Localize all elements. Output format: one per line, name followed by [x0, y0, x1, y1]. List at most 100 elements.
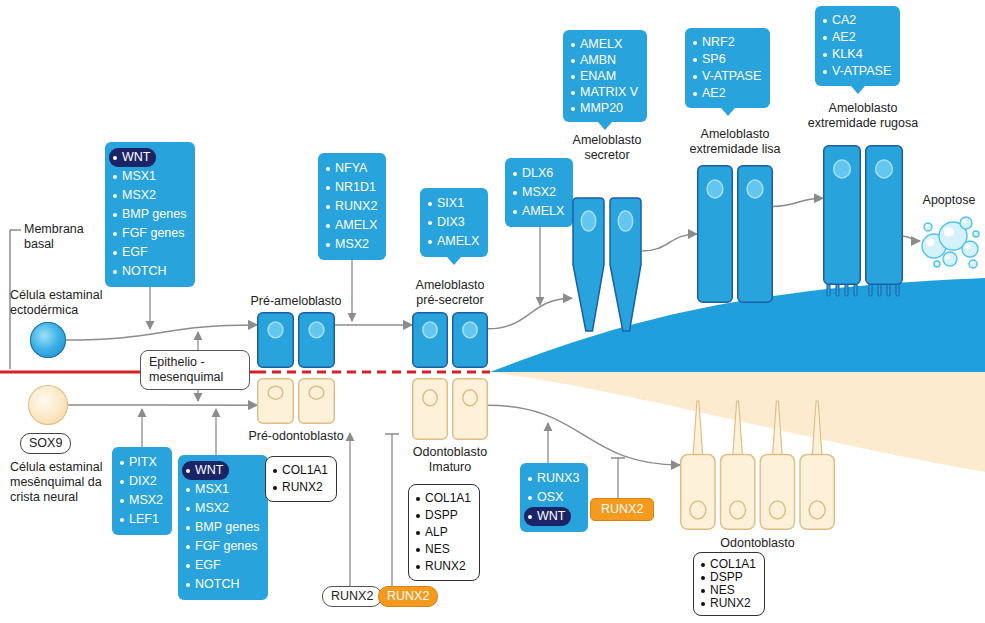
bullet-dot — [113, 232, 117, 236]
lineage-arrow — [66, 325, 257, 340]
bubble-highlight — [925, 224, 928, 227]
cell-label: Odontoblasto Imaturo — [405, 445, 495, 475]
list-row: MATRIX V — [570, 84, 638, 100]
gene-name: LEF1 — [129, 512, 159, 526]
cell-group: Ameloblasto pré-secretor — [412, 312, 488, 368]
gene-name: FGF genes — [195, 539, 258, 553]
bullet-dot — [326, 224, 330, 228]
list-row: MSX2 — [112, 186, 186, 205]
list-row: AMELX — [325, 216, 377, 235]
cell-label: Célula estaminal ectodérmica — [10, 288, 105, 318]
gene-name: RUNX2 — [425, 559, 466, 573]
bullet-dot — [186, 526, 190, 530]
gene-pill: RUNX2 — [590, 498, 654, 521]
bullet-dot — [186, 469, 190, 473]
gene-name: PITX — [129, 455, 157, 469]
gene-list-box: COL1A1DSPPALPNESRUNX2 — [408, 484, 480, 581]
gene-name: AE2 — [702, 86, 726, 100]
gene-name: OSX — [537, 490, 563, 504]
list-row: ALP — [415, 524, 471, 541]
list-row: NES — [415, 541, 471, 558]
cell-group: Apoptose — [920, 214, 978, 268]
bullet-dot — [571, 91, 575, 95]
gene-name: RUNX2 — [331, 589, 373, 603]
cell-label: Apoptose — [914, 193, 984, 208]
bullet-dot — [120, 499, 124, 503]
gene-name: WNT — [195, 463, 223, 477]
gene-list-box: NRF2SP6V-ATPASEAE2 — [685, 28, 770, 108]
gene-pill: SOX9 — [20, 433, 71, 454]
signal-arrow — [215, 409, 216, 455]
gene-name: RUNX2 — [335, 199, 377, 213]
cell-body — [413, 379, 448, 440]
gene-name: V-ATPASE — [832, 64, 891, 78]
bullet-dot — [120, 461, 124, 465]
inhibition-line — [611, 458, 625, 498]
gene-name: NES — [425, 542, 450, 556]
gene-name: WNT — [537, 509, 565, 523]
list-row: MSX1 — [112, 167, 186, 186]
cell-group: Odontoblasto — [680, 400, 835, 530]
gene-name: NRF2 — [702, 35, 735, 49]
bullet-dot — [571, 59, 575, 63]
lineage-arrow — [68, 404, 257, 406]
list-row: AE2 — [692, 85, 761, 102]
callout-tail — [721, 108, 735, 116]
lineage-arrow — [903, 236, 920, 241]
signal-arrow — [351, 260, 352, 321]
bullet-dot — [113, 175, 117, 179]
gene-name: BMP genes — [195, 520, 259, 534]
cell-drawing — [697, 165, 773, 303]
gene-name: BMP genes — [122, 207, 186, 221]
gene-name: MSX2 — [122, 188, 156, 202]
bullet-dot — [186, 488, 190, 492]
bullet-dot — [701, 602, 705, 606]
list-row: DSPP — [415, 507, 471, 524]
gene-name: DSPP — [710, 570, 743, 584]
bullet-dot — [416, 514, 420, 518]
gene-name: AMELX — [580, 37, 622, 51]
signal-arrow — [141, 409, 142, 447]
list-row: EGF — [185, 556, 259, 575]
cell-label: Ameloblasto secretor — [562, 133, 652, 163]
bullet-dot — [528, 496, 532, 500]
cell-group: Ameloblasto extremidade rugosa — [823, 145, 903, 297]
cell-label: Ameloblasto extremidade lisa — [678, 127, 793, 157]
odontoblast-process — [733, 401, 743, 459]
gene-name: RUNX2 — [387, 589, 429, 603]
cell-body — [573, 198, 604, 331]
gene-pill: RUNX2 — [322, 586, 382, 607]
cell-body — [413, 313, 448, 368]
gene-name: RUNX2 — [601, 502, 643, 516]
gene-name: DIX2 — [129, 474, 157, 488]
callout-tail — [598, 122, 612, 130]
lineage-arrow — [488, 405, 680, 465]
list-row: RUNX2 — [272, 479, 328, 496]
cell-body — [800, 455, 834, 530]
list-row: MSX2 — [512, 183, 564, 202]
cell-nucleus — [707, 180, 723, 198]
gene-name: FGF genes — [122, 226, 185, 240]
inhibition-line — [385, 434, 399, 586]
cell-nucleus — [618, 211, 633, 231]
cell-body — [453, 313, 488, 368]
cell-nucleus — [769, 501, 785, 519]
gene-name: NFYA — [335, 161, 367, 175]
bullet-dot — [693, 58, 697, 62]
bullet-dot — [186, 545, 190, 549]
odontoblast-process — [693, 401, 703, 459]
bubble-highlight — [926, 238, 934, 246]
gene-list-box: PITXDIX2MSX2LEF1 — [112, 447, 172, 535]
highlight-pill: WNT — [182, 461, 229, 480]
stem-cell: Célula estaminal ectodérmica — [30, 322, 66, 358]
list-row: AMELX — [570, 36, 638, 52]
cell-body — [453, 379, 488, 440]
bullet-dot — [513, 172, 517, 176]
bullet-dot — [693, 92, 697, 96]
gene-name: NOTCH — [195, 577, 239, 591]
list-row: LEF1 — [119, 510, 163, 529]
gene-name: EGF — [122, 245, 148, 259]
gene-name: SOX9 — [29, 436, 62, 450]
gene-name: V-ATPASE — [702, 69, 761, 83]
list-row: ENAM — [570, 68, 638, 84]
